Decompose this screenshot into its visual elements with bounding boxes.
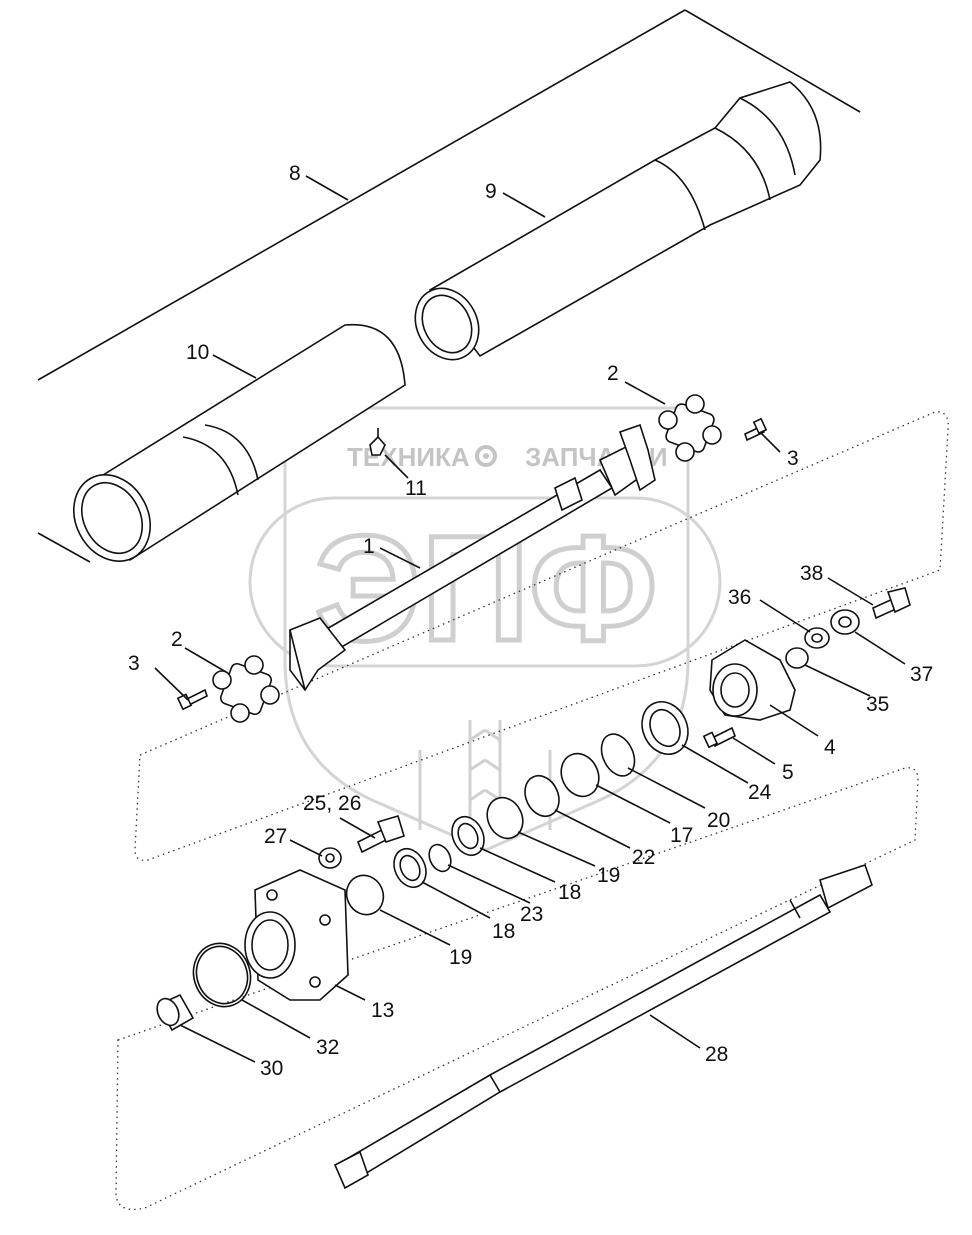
assembly-line-right [684, 9, 861, 113]
part-25-bolt [356, 815, 405, 854]
callout-4: 4 [824, 736, 836, 759]
part-2-ujoint-bottom [212, 655, 280, 723]
callout-8: 8 [289, 162, 301, 185]
callout-19-upper: 19 [597, 864, 620, 887]
callout-37: 37 [910, 663, 933, 686]
part-9-tube [414, 81, 822, 361]
lower-group-outline [115, 767, 919, 1211]
callout-11: 11 [405, 477, 427, 500]
part-3-bolt-bottom [176, 688, 208, 711]
callout-20: 20 [707, 809, 730, 832]
wheat-icon [418, 720, 552, 830]
assembly-line-bottom [37, 532, 91, 563]
watermark-shield [283, 406, 690, 852]
callout-3-top: 3 [787, 447, 799, 470]
leader-lines [154, 175, 906, 1063]
callout-22: 22 [632, 846, 655, 869]
callout-5: 5 [782, 761, 794, 784]
callout-1: 1 [363, 535, 375, 558]
callout-18-upper: 18 [558, 881, 581, 904]
callout-38: 38 [800, 562, 823, 585]
callout-24: 24 [748, 781, 772, 804]
part-37-washer [830, 609, 860, 635]
callout-3-bottom: 3 [128, 652, 140, 675]
part-13-housing [244, 869, 349, 1001]
part-1-shaft [289, 423, 656, 692]
callout-30: 30 [260, 1057, 283, 1080]
group-outlines [115, 411, 949, 1211]
part-38-bolt [872, 587, 911, 620]
part-23-washer [428, 843, 452, 873]
part-24-seal [641, 701, 689, 755]
part-5-bolt [702, 726, 737, 749]
callout-2-top: 2 [607, 362, 619, 385]
part-18-bearing-lower [393, 847, 427, 889]
watermark-logo: ЭПФ [315, 504, 658, 672]
gear-icon [475, 445, 497, 467]
watermark-badge [248, 496, 722, 668]
part-10-tube [73, 323, 406, 562]
part-19-bearing-cup-upper [486, 796, 524, 840]
callout-27: 27 [264, 825, 287, 848]
callout-23: 23 [520, 903, 543, 926]
callout-35: 35 [866, 693, 889, 716]
callout-25-26: 25, 26 [303, 792, 361, 815]
part-22-ring [524, 775, 560, 817]
part-35-oring [785, 647, 809, 669]
callout-19-lower: 19 [449, 946, 472, 969]
watermark-left-word: ТЕХНИКА [347, 442, 470, 472]
callout-10: 10 [186, 341, 209, 364]
part-20-snapring [600, 733, 636, 777]
callout-2-bottom: 2 [171, 628, 183, 651]
callout-17: 17 [670, 824, 693, 847]
part-2-ujoint-top [658, 394, 722, 462]
part-18-bearing-upper [451, 815, 485, 857]
callout-32: 32 [316, 1036, 339, 1059]
part-4-yoke [709, 639, 796, 721]
part-17-sleeve [560, 752, 600, 798]
callout-28: 28 [705, 1043, 728, 1066]
assembly-line-top [37, 9, 686, 381]
callout-18-lower: 18 [492, 920, 515, 943]
part-27-washer [318, 847, 342, 869]
part-28-splined-shaft [333, 863, 873, 1190]
callout-36: 36 [728, 586, 751, 609]
part-19-bearing-cup-lower [345, 874, 385, 916]
part-11-fitting [369, 428, 386, 456]
part-30-needle-bearing [156, 993, 195, 1032]
part-32-oring [192, 942, 252, 1008]
callout-labels: 8 9 10 11 1 2 3 2 3 38 36 37 35 4 5 24 2… [128, 162, 933, 1080]
part-36-washer [804, 627, 830, 649]
assembly-outline [37, 9, 861, 563]
callout-13: 13 [371, 999, 394, 1022]
callout-9: 9 [485, 180, 497, 203]
part-3-bolt-top [744, 417, 768, 442]
